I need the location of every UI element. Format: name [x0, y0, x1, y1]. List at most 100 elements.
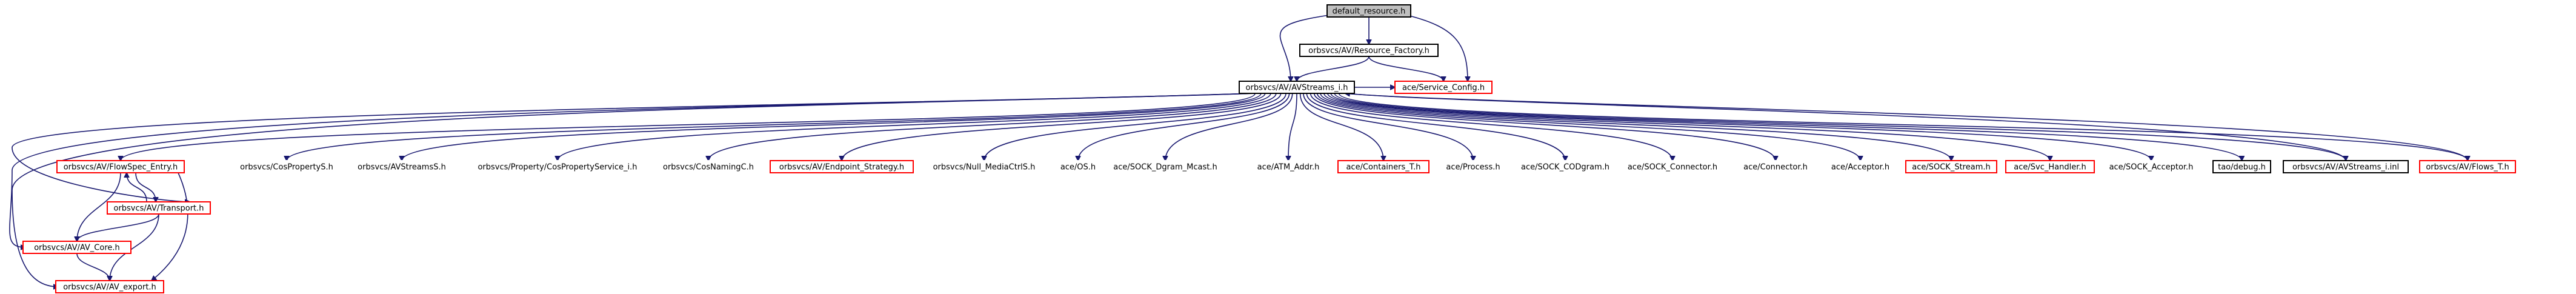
node-avstreamss[interactable]: orbsvcs/AVStreamsS.h: [350, 160, 454, 173]
node-label: ace/SOCK_Dgram_Mcast.h: [1113, 163, 1217, 172]
edge-avstreams_i-to-sock_dgram_mcast: [1165, 93, 1293, 161]
edge-avstreams_i-to-av_export: [12, 93, 1255, 287]
node-box: [466, 160, 649, 173]
edge-avstreams_i-to-sock_stream: [1320, 93, 1951, 161]
node-av-export[interactable]: orbsvcs/AV/AV_export.h: [55, 280, 164, 293]
edge-av_core-to-av_export: [76, 253, 110, 281]
edge-resource_factory-to-service_config: [1368, 56, 1443, 81]
node-label: ace/ATM_Addr.h: [1257, 163, 1320, 172]
node-cosproperty[interactable]: orbsvcs/CosPropertyS.h: [231, 160, 342, 173]
node-label: orbsvcs/AV/Transport.h: [113, 204, 204, 213]
node-process[interactable]: ace/Process.h: [1439, 160, 1508, 173]
node-cosnamingc[interactable]: orbsvcs/CosNamingC.h: [656, 160, 761, 173]
node-box: [1251, 160, 1326, 173]
edge-transport-to-av_export: [110, 213, 159, 281]
node-acceptor[interactable]: ace/Acceptor.h: [1823, 160, 1897, 173]
node-av-core[interactable]: orbsvcs/AV/AV_Core.h: [22, 241, 131, 254]
node-label: orbsvcs/AV/Endpoint_Strategy.h: [779, 163, 904, 172]
edges: [9, 14, 2468, 287]
node-tao-debug[interactable]: tao/debug.h: [2212, 160, 2271, 173]
node-label: orbsvcs/AV/FlowSpec_Entry.h: [64, 163, 178, 172]
node-box: [22, 241, 131, 254]
edge-flowspec-to-transport: [135, 172, 156, 202]
node-avstreams-i-inl[interactable]: orbsvcs/AV/AVStreams_i.inl: [2283, 160, 2409, 173]
edge-avstreams_i-to-null_mediactrl: [984, 93, 1286, 161]
node-label: orbsvcs/AV/Resource_Factory.h: [1308, 47, 1429, 56]
node-avstreams-i[interactable]: orbsvcs/AV/AVStreams_i.h: [1239, 81, 1355, 94]
node-box: [2283, 160, 2409, 173]
node-label: orbsvcs/Null_MediaCtrlS.h: [933, 163, 1036, 172]
node-box: [55, 280, 164, 293]
edge-resource_factory-to-avstreams_i: [1297, 56, 1370, 81]
node-sock-stream[interactable]: ace/SOCK_Stream.h: [1905, 160, 1997, 173]
edge-avstreams_i-to-cosproperty_service: [557, 93, 1271, 161]
node-box: [231, 160, 342, 173]
node-null-mediactrl[interactable]: orbsvcs/Null_MediaCtrlS.h: [924, 160, 1044, 173]
node-box: [1337, 160, 1429, 173]
edge-avstreams_i-to-flowspec: [121, 93, 1256, 161]
node-sock-connector[interactable]: ace/SOCK_Connector.h: [1620, 160, 1725, 173]
node-sock-acceptor[interactable]: ace/SOCK_Acceptor.h: [2102, 160, 2200, 173]
node-ace-os[interactable]: ace/OS.h: [1054, 160, 1102, 173]
node-box: [1239, 81, 1355, 94]
node-box: [1054, 160, 1102, 173]
node-resource-factory[interactable]: orbsvcs/AV/Resource_Factory.h: [1299, 44, 1439, 57]
node-box: [1326, 4, 1411, 18]
node-transport[interactable]: orbsvcs/AV/Transport.h: [107, 201, 211, 215]
node-label: ace/SOCK_Connector.h: [1628, 163, 1717, 172]
node-box: [2102, 160, 2200, 173]
node-label: ace/SOCK_CODgram.h: [1521, 163, 1609, 172]
node-box: [1299, 44, 1439, 57]
node-box: [1439, 160, 1508, 173]
node-label: orbsvcs/CosPropertyS.h: [240, 163, 333, 172]
node-sock-dgram-mcast[interactable]: ace/SOCK_Dgram_Mcast.h: [1108, 160, 1222, 173]
node-label: ace/SOCK_Acceptor.h: [2109, 163, 2194, 172]
node-box: [1394, 81, 1493, 94]
node-box: [1620, 160, 1725, 173]
node-label: orbsvcs/AV/AVStreams_i.h: [1246, 84, 1348, 93]
node-box: [2212, 160, 2271, 173]
node-box: [770, 160, 914, 173]
node-box: [2005, 160, 2095, 173]
edge-avstreams_i-to-tao_debug: [1330, 93, 2242, 161]
node-label: orbsvcs/AV/Flows_T.h: [2426, 163, 2509, 172]
node-label: orbsvcs/AV/AVStreams_i.inl: [2292, 163, 2399, 172]
nodes: default_resource.h orbsvcs/AV/Resource_Fa…: [22, 4, 2516, 293]
node-connector[interactable]: ace/Connector.h: [1736, 160, 1816, 173]
node-box: [56, 160, 185, 173]
edge-avstreams_i-to-ace_os: [1078, 93, 1290, 161]
node-flows-t[interactable]: orbsvcs/AV/Flows_T.h: [2419, 160, 2516, 173]
node-sock-codgram[interactable]: ace/SOCK_CODgram.h: [1516, 160, 1614, 173]
node-box: [1736, 160, 1816, 173]
node-containers-t[interactable]: ace/Containers_T.h: [1337, 160, 1429, 173]
node-svc-handler[interactable]: ace/Svc_Handler.h: [2005, 160, 2095, 173]
edge-flowspec-to-av_core: [77, 172, 121, 241]
node-label: tao/debug.h: [2218, 163, 2266, 172]
node-label: ace/Connector.h: [1743, 163, 1808, 172]
edge-avstreams_i-to-process: [1303, 93, 1473, 161]
node-cosproperty-service[interactable]: orbsvcs/Property/CosPropertyService_i.h: [466, 160, 649, 173]
node-label: ace/SOCK_Stream.h: [1912, 163, 1991, 172]
node-flowspec[interactable]: orbsvcs/AV/FlowSpec_Entry.h: [56, 160, 185, 173]
node-label: ace/Process.h: [1446, 163, 1500, 172]
node-box: [1905, 160, 1997, 173]
node-default-resource[interactable]: default_resource.h: [1326, 4, 1411, 18]
edge-avstreams_i-to-flows_t: [1338, 93, 2468, 161]
node-service-config[interactable]: ace/Service_Config.h: [1394, 81, 1493, 94]
edge-default_resource-to-avstreams_i: [1279, 14, 1334, 81]
node-label: ace/Acceptor.h: [1831, 163, 1889, 172]
node-label: ace/Containers_T.h: [1346, 163, 1420, 172]
node-atm-addr[interactable]: ace/ATM_Addr.h: [1251, 160, 1326, 173]
edge-transport-to-av_core: [77, 213, 159, 241]
edge-avstreams_i-to-cosproperty: [287, 93, 1262, 161]
node-label: default_resource.h: [1333, 7, 1406, 16]
node-box: [1516, 160, 1614, 173]
node-label: ace/Service_Config.h: [1402, 84, 1485, 93]
node-label: ace/Svc_Handler.h: [2014, 163, 2086, 172]
edge-avstreams_i-to-connector: [1313, 93, 1776, 161]
edge-avstreams_i-to-atm_addr: [1288, 93, 1297, 161]
edge-flows_t-to-avstreams_i: [1345, 93, 2468, 161]
edge-avstreams_i-to-avstreams_i_inl: [1334, 93, 2346, 161]
node-endpoint-strategy[interactable]: orbsvcs/AV/Endpoint_Strategy.h: [770, 160, 914, 173]
node-label: orbsvcs/AVStreamsS.h: [358, 163, 446, 172]
